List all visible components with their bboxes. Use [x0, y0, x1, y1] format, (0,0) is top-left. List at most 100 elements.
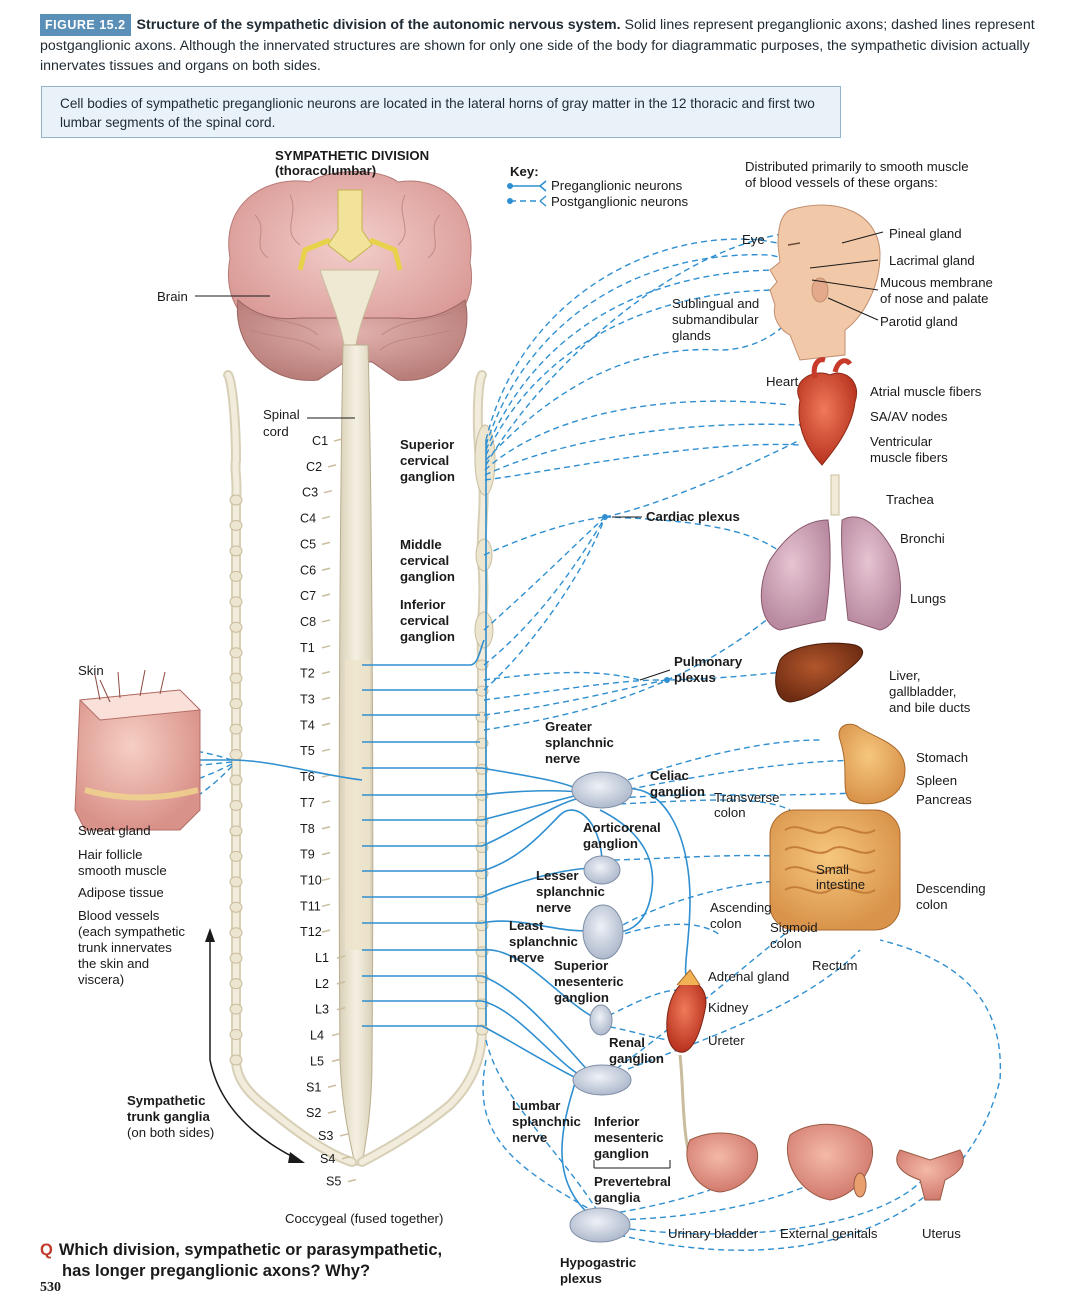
question-line1: Which division, sympathetic or parasympa…	[58, 1241, 443, 1259]
note-box: Cell bodies of sympathetic preganglionic…	[41, 86, 841, 138]
figure-tag: FIGURE 15.2	[40, 14, 131, 36]
root-tick	[321, 826, 331, 830]
root-tick	[327, 464, 337, 468]
postganglionic-body	[482, 439, 1002, 1251]
root-tick	[321, 851, 331, 856]
left-chain-ganglion	[229, 494, 243, 506]
segment-label-t3: T3	[300, 693, 315, 707]
heart-illustration	[797, 357, 858, 466]
segment-label-t11: T11	[300, 899, 321, 913]
label-liver-3: and bile ducts	[889, 700, 971, 715]
segment-label-l4: L4	[310, 1029, 324, 1043]
segment-label-c6: C6	[300, 563, 316, 577]
segment-label-c1: C1	[312, 434, 328, 448]
page-number: 530	[40, 1280, 61, 1295]
kidney-illustration	[666, 969, 707, 1181]
label-parotid: Parotid gland	[880, 314, 958, 329]
left-chain-ganglion	[229, 647, 243, 659]
segment-label-s3: S3	[318, 1129, 333, 1143]
label-inferior-cervical-2: cervical	[400, 613, 449, 628]
label-blood-vessels-2: (each sympathetic	[78, 924, 185, 939]
segment-label-c8: C8	[300, 615, 316, 629]
left-chain-ganglion	[229, 825, 243, 837]
label-blood-vessels-5: viscera)	[78, 972, 124, 987]
left-chain-ganglion	[229, 978, 243, 990]
left-chain-ganglion	[229, 799, 243, 811]
segment-label-l2: L2	[315, 977, 329, 991]
left-chain-ganglion	[229, 774, 243, 786]
root-tick	[327, 1084, 337, 1088]
segment-label-c2: C2	[306, 460, 322, 474]
label-superior-cervical-1: Superior	[400, 437, 454, 452]
lungs-illustration	[760, 474, 901, 631]
label-celiac-2: ganglion	[650, 784, 705, 799]
label-aorticorenal-1: Aorticorenal	[583, 820, 661, 835]
segment-label-t4: T4	[300, 718, 315, 732]
head-illustration	[769, 204, 881, 361]
left-chain-ganglion	[229, 698, 243, 710]
label-pineal: Pineal gland	[889, 226, 962, 241]
segment-label-t8: T8	[300, 822, 315, 836]
label-ventricular-1: Ventricular	[870, 434, 933, 449]
segment-label-s5: S5	[326, 1175, 341, 1189]
label-aorticorenal-2: ganglion	[583, 836, 638, 851]
segment-label-t12: T12	[300, 925, 322, 939]
distributed-line2: of blood vessels of these organs:	[745, 175, 938, 190]
segment-label-s1: S1	[306, 1080, 321, 1094]
label-coccygeal: Coccygeal (fused together)	[285, 1211, 443, 1226]
label-spinal-cord-2: cord	[263, 424, 289, 439]
key-post-label: Postganglionic neurons	[551, 194, 689, 209]
label-inferior-cervical-1: Inferior	[400, 597, 445, 612]
label-stomach: Stomach	[916, 750, 968, 765]
digestive-illustration	[769, 723, 906, 931]
root-tick	[327, 1110, 337, 1114]
label-least-splanchnic-3: nerve	[509, 950, 544, 965]
root-tick	[331, 1058, 341, 1063]
root-tick	[336, 955, 346, 959]
label-greater-splanchnic-2: splanchnic	[545, 735, 614, 750]
label-hypogastric-2: plexus	[560, 1271, 602, 1286]
key-pre-symbol	[507, 180, 547, 192]
label-spinal-cord-1: Spinal	[263, 407, 300, 422]
left-chain-ganglion	[229, 927, 243, 939]
root-tick	[333, 438, 343, 442]
left-chain-ganglion	[229, 1003, 243, 1015]
label-descending-2: colon	[916, 897, 948, 912]
root-tick	[321, 515, 331, 520]
label-pulmonary-plexus-2: plexus	[674, 670, 716, 685]
label-small-intestine-2: intestine	[816, 877, 865, 892]
left-chain-ganglion	[229, 1054, 243, 1066]
label-trunk-ganglia-2: trunk ganglia	[127, 1109, 210, 1124]
label-greater-splanchnic-3: nerve	[545, 751, 580, 766]
label-bladder: Urinary bladder	[668, 1226, 759, 1241]
root-tick	[321, 748, 331, 752]
root-tick	[336, 1006, 346, 1011]
label-pulmonary-plexus-1: Pulmonary	[674, 654, 743, 669]
segment-label-l5: L5	[310, 1054, 324, 1068]
label-skin: Skin	[78, 663, 104, 678]
label-transverse-1: Transverse	[714, 790, 779, 805]
left-chain-ganglion	[229, 570, 243, 582]
label-inferior-mesenteric-1: Inferior	[594, 1114, 639, 1129]
root-tick	[321, 541, 331, 546]
root-tick	[321, 903, 331, 908]
label-least-splanchnic-1: Least	[509, 918, 544, 933]
uterus-illustration	[896, 1149, 964, 1201]
label-hair-follicle-2: smooth muscle	[78, 863, 167, 878]
right-chain-ganglion	[475, 737, 489, 749]
root-tick	[339, 1133, 349, 1137]
segment-label-l3: L3	[315, 1003, 329, 1017]
label-renal-2: ganglion	[609, 1051, 664, 1066]
label-lungs: Lungs	[910, 591, 946, 606]
root-tick	[321, 800, 331, 804]
segment-label-t5: T5	[300, 744, 315, 758]
label-lumbar-splanchnic-2: splanchnic	[512, 1114, 581, 1129]
left-chain-ganglion	[229, 723, 243, 735]
root-tick	[321, 645, 331, 649]
root-tick	[321, 722, 331, 727]
distributed-line1: Distributed primarily to smooth muscle	[745, 159, 969, 174]
note-text: Cell bodies of sympathetic preganglionic…	[60, 96, 815, 130]
root-tick	[321, 619, 331, 623]
